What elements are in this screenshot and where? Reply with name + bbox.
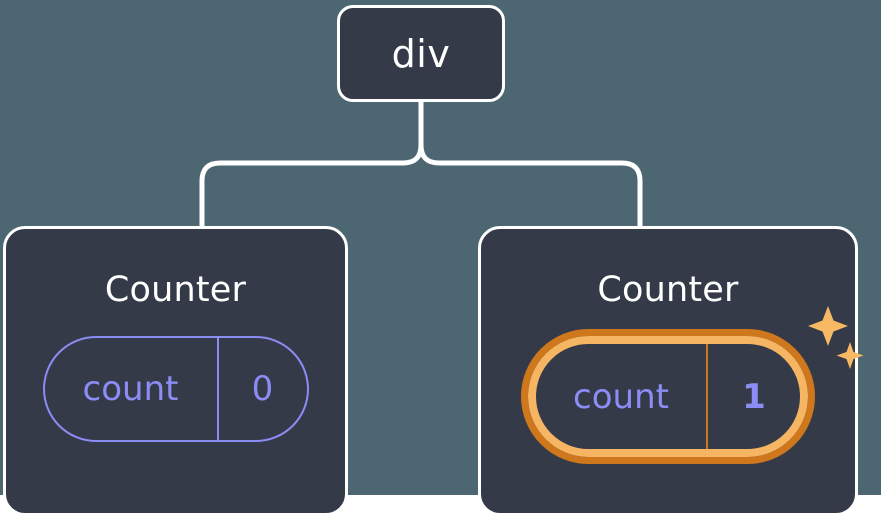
state-pill-wrap-0: count 0 [42,336,309,442]
sparkles-icon [808,306,864,369]
state-pill-wrap-1: count 1 [521,306,864,464]
node-counter-1[interactable]: Counter count 1 [478,226,864,516]
sparkle-large-icon [808,306,848,346]
node-counter-0[interactable]: Counter count 0 [3,226,348,516]
node-counter-0-title: Counter [104,270,247,310]
state-pill-1[interactable]: count 1 [521,329,815,464]
state-pill-0[interactable]: count 0 [42,336,309,442]
node-root-label: div [391,31,451,76]
node-counter-1-title: Counter [597,270,739,310]
state-value-0: 0 [216,338,307,440]
state-value-1: 1 [706,344,800,449]
connector-to-child-0 [199,99,424,229]
sparkle-small-icon [836,342,864,369]
state-key-1: count [573,376,669,417]
node-root[interactable]: div [337,5,505,102]
state-key-0: count [82,369,179,409]
connector-to-child-1 [418,99,643,229]
